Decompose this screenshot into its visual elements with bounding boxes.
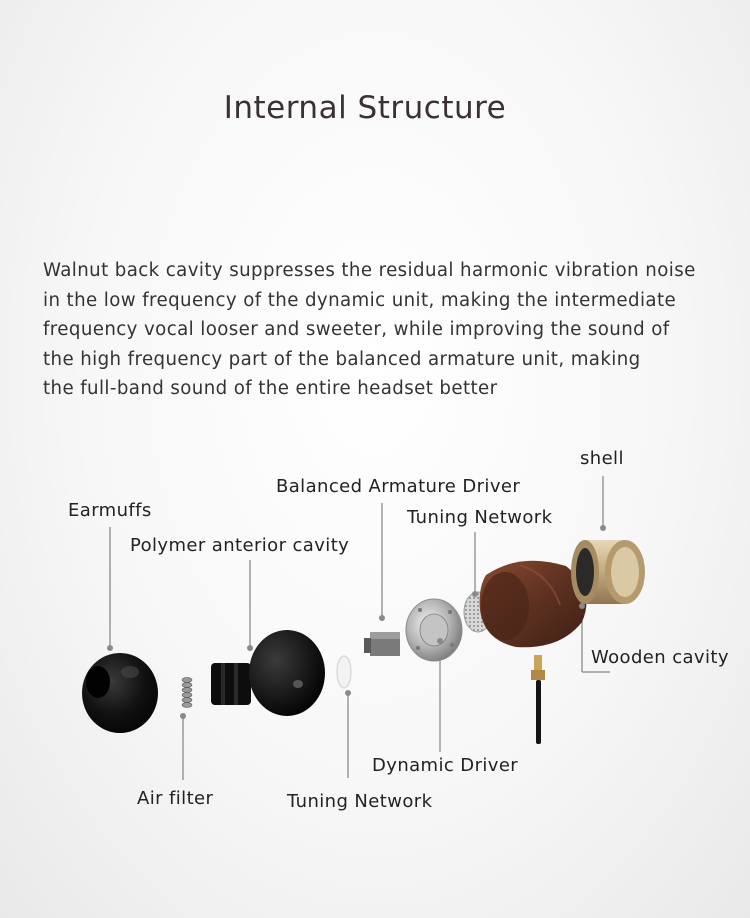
tuning-network-disc-part — [336, 655, 352, 689]
description: Walnut back cavity suppresses the residu… — [43, 256, 733, 404]
wooden-cavity-part — [479, 560, 587, 648]
description-line: the high frequency part of the balanced … — [43, 348, 641, 370]
label-dynamic-driver: Dynamic Driver — [372, 755, 519, 776]
leader-dots — [107, 525, 606, 719]
label-earmuffs: Earmuffs — [68, 500, 152, 521]
label-polymer-anterior-cavity: Polymer anterior cavity — [130, 535, 350, 556]
page-title: Internal Structure — [223, 90, 507, 126]
label-balanced-armature-driver: Balanced Armature Driver — [276, 476, 521, 497]
dynamic-driver-part — [405, 598, 463, 662]
description-line: the full-band sound of the entire headse… — [43, 378, 498, 400]
label-tuning-network-bottom: Tuning Network — [287, 791, 433, 812]
label-shell: shell — [580, 448, 624, 469]
label-air-filter: Air filter — [137, 788, 214, 809]
label-wooden-cavity: Wooden cavity — [591, 647, 729, 668]
shell-part — [571, 540, 645, 604]
earmuff-part — [82, 653, 158, 733]
balanced-armature-part — [364, 632, 400, 656]
description-line: Walnut back cavity suppresses the residu… — [43, 260, 696, 281]
description-line: in the low frequency of the dynamic unit… — [43, 289, 677, 311]
air-filter-part — [181, 677, 193, 708]
description-line: frequency vocal looser and sweeter, whil… — [43, 319, 670, 341]
label-tuning-network-top: Tuning Network — [407, 507, 553, 528]
polymer-cavity-part — [211, 630, 325, 716]
connector-cable-part — [531, 655, 545, 744]
